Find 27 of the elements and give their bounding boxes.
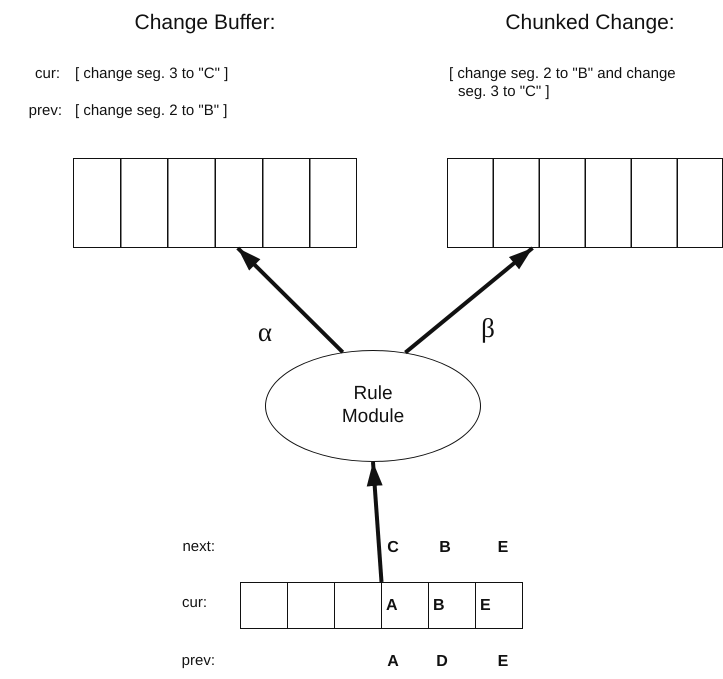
heading: Change Buffer:	[134, 10, 276, 36]
array-box	[73, 158, 357, 248]
change-text: [ change seg. 2 to "B" and change seg. 3 to "C" ]	[449, 65, 677, 101]
row-label: prev:	[182, 652, 215, 670]
array-box	[240, 582, 523, 629]
change-text: [ change seg. 2 to "B" ]	[75, 102, 228, 120]
change-text: [ change seg. 3 to "C" ]	[75, 65, 230, 83]
row-label: cur:	[34, 65, 60, 83]
node-label: Rule Module	[340, 383, 406, 429]
array-box	[447, 158, 723, 248]
arrow	[236, 246, 344, 354]
rule-module-ellipse	[265, 350, 481, 462]
row-label: next:	[182, 538, 215, 556]
heading: Chunked Change:	[505, 10, 675, 36]
arrow	[404, 246, 534, 354]
letter: B	[439, 538, 451, 558]
letter: A	[387, 652, 399, 672]
letter: C	[387, 538, 399, 558]
row-label: cur:	[182, 594, 207, 612]
row-label: prev:	[28, 102, 62, 120]
arrow	[366, 462, 384, 582]
cell-letter: E	[480, 596, 491, 614]
letter: D	[436, 652, 448, 672]
letter: E	[498, 652, 508, 672]
cell-letter: A	[386, 596, 398, 614]
letter: E	[498, 538, 508, 558]
cell-letter: B	[433, 596, 445, 614]
